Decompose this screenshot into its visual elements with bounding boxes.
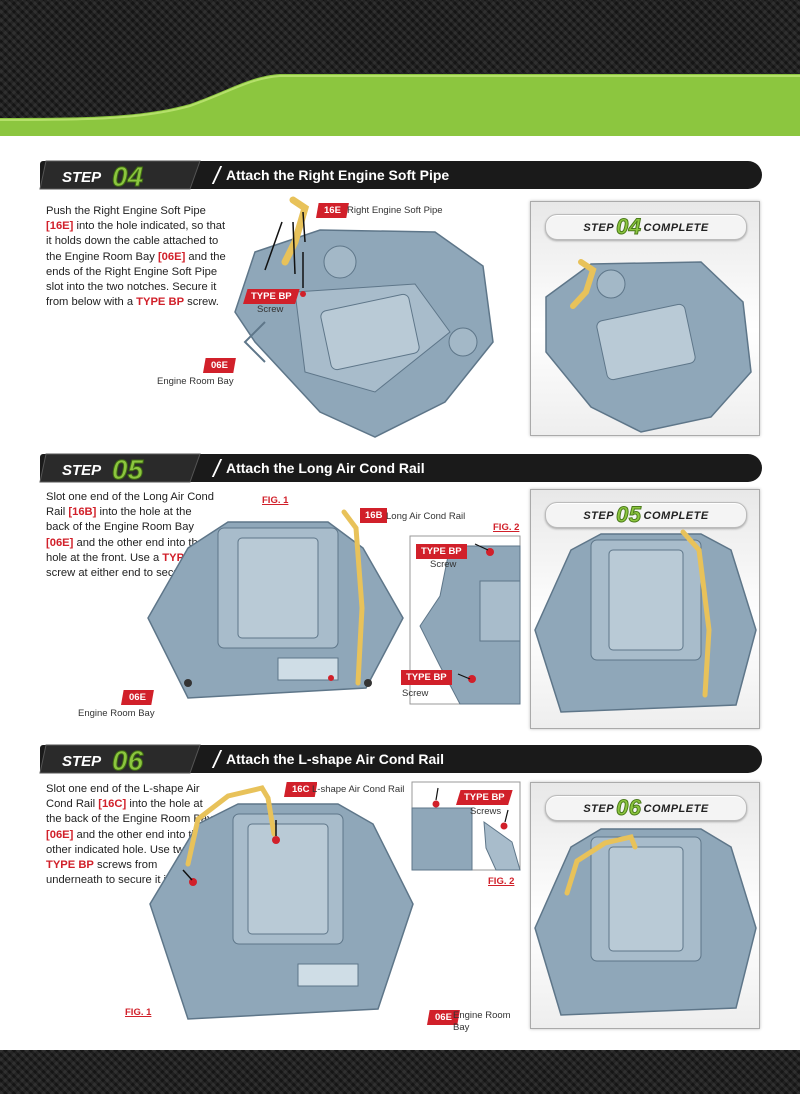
step-06-screw-name: Screws [470,806,502,817]
step-06-part-name: L-shape Air Cond Rail [312,784,405,795]
step-04-complete-image [545,259,752,433]
step-06-base-code: 06E [427,1010,460,1025]
instruction-highlight: [16C] [98,798,127,811]
instruction-highlight: [16E] [46,220,74,233]
step-05-base-code: 06E [121,690,154,705]
step-05-fig2-label: FIG. 2 [493,522,520,533]
step-06-screw-code: TYPE BP [456,790,513,805]
step-05-base-name: Engine Room Bay [78,708,155,719]
step-05-part-name: Long Air Cond Rail [386,511,466,522]
instruction-highlight: [06E] [46,828,74,841]
instruction-text: screw at either end to secure it. [46,567,202,580]
step-06-complete-image [534,828,757,1016]
step-04-screw-code: TYPE BP [243,289,300,304]
instruction-text: screw. [184,296,219,309]
step-04-header: STEP 04 Attach the Right Engine Soft Pip… [39,160,762,193]
step-06-fig1-label: FIG. 1 [125,1007,152,1018]
instruction-text: Slot one end of the L-shape Air Cond Rai… [46,783,200,811]
step-05-screw-code-b: TYPE BP [401,670,452,685]
instruction-highlight: TYPE BP [136,296,185,309]
step-05-badge: STEP 05 [39,453,201,486]
step-05-fig2-diagram [409,535,521,705]
step-05-fig1-label: FIG. 1 [262,495,289,506]
header-green-swoosh [0,74,800,140]
header-carbon-band [0,0,800,140]
instruction-text: Slot one end of the Long Air Cond Rail [46,491,214,519]
instruction-text: and the other end into the hole at the f… [46,536,204,564]
step-06-fig1-diagram [149,785,414,1020]
instruction-highlight: TYPE BP [46,859,94,872]
step-04-badge: STEP 04 [39,160,201,193]
step-04-screw-name: Screw [257,304,284,315]
step-06-fig2-label: FIG. 2 [488,876,515,887]
step-04-title: Attach the Right Engine Soft Pipe [226,167,450,183]
step-04-number: 04 [112,161,144,192]
step-05-number: 05 [112,454,144,485]
step-05-label: STEP [62,462,102,479]
step-06-label: STEP [62,753,102,770]
step-04-part-name: Right Engine Soft Pipe [347,205,443,216]
instruction-text: into the hole at the back of the Engine … [46,798,213,826]
step-05-part-code: 16B [360,508,388,523]
instruction-text: into the hole indicated, so that it hold… [46,220,226,263]
instruction-text: and the other end into the other indicat… [46,828,204,856]
footer-carbon-band [0,1050,800,1094]
step-05-header: STEP 05 Attach the Long Air Cond Rail [39,453,762,486]
step-05-fig1-diagram [147,509,404,699]
instruction-text: and the ends of the Right Engine Soft Pi… [46,250,226,309]
instruction-highlight: [06E] [46,536,74,549]
step-06-header: STEP 06 Attach the L-shape Air Cond Rail [39,744,762,777]
step-05-complete-image [534,529,757,713]
step-04-base-name: Engine Room Bay [157,376,234,387]
step-06-fig2-diagram [411,781,521,871]
step-04-engine-diagram [234,196,494,438]
step-05-screw-code-a: TYPE BP [416,544,467,559]
step-06-part-code: 16C [284,782,318,797]
instruction-text: into the hole at the back of the Engine … [46,506,195,534]
step-04-title-wrap: Attach the Right Engine Soft Pipe [211,161,450,189]
step-04-base-code: 06E [203,358,236,373]
step-06-number: 06 [112,745,144,776]
step-05-title: Attach the Long Air Cond Rail [226,460,425,476]
instruction-highlight: [06E] [157,250,186,263]
step-06-badge: STEP 06 [39,744,201,777]
step-06-title: Attach the L-shape Air Cond Rail [226,751,445,767]
instruction-text: Push the Right Engine Soft Pipe [46,205,206,217]
step-04-part-code: 16E [316,203,349,218]
instruction-highlight: [16B] [68,506,97,519]
step-05-instructions: Slot one end of the Long Air Cond Rail [… [46,490,216,581]
step-04-instructions: Push the Right Engine Soft Pipe [16E] in… [46,204,232,310]
step-05-screw-name-a: Screw [430,559,457,570]
step-05-screw-name-b: Screw [402,688,429,699]
step-04-label: STEP [62,169,102,186]
